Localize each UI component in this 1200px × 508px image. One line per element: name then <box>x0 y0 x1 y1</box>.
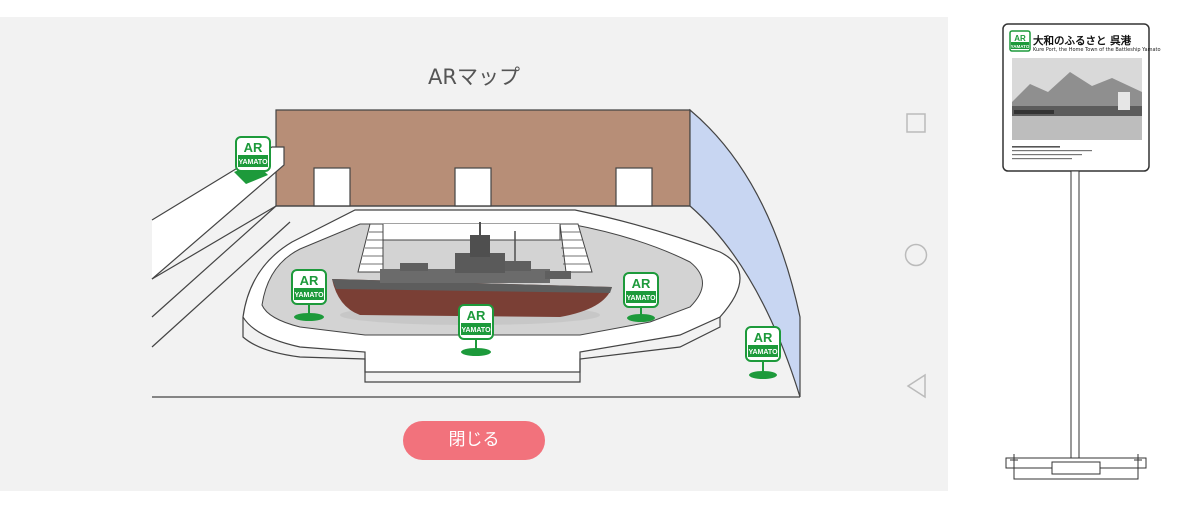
ar-marker-corner[interactable]: AR YAMATO <box>235 136 271 172</box>
floor-map: AR YAMATO AR YAMATO AR YAMATO AR YAMATO <box>151 108 801 398</box>
ar-marker-text: AR <box>244 140 263 155</box>
ar-marker-left[interactable]: AR YAMATO <box>291 269 327 321</box>
close-button[interactable]: 閉じる <box>403 421 545 460</box>
ar-marker-right[interactable]: AR YAMATO <box>623 272 659 322</box>
ar-marker-brand: YAMATO <box>626 295 656 302</box>
ar-marker-brand: YAMATO <box>748 349 778 356</box>
stairs-left <box>357 223 384 273</box>
ar-marker-text: AR <box>754 330 773 345</box>
harbor-photo <box>1012 58 1142 140</box>
signboard-subtitle: Kure Port, the Home Town of the Battlesh… <box>1033 47 1161 53</box>
wall-opening <box>615 167 653 207</box>
ar-map-screen: ARマップ <box>0 17 948 491</box>
ar-marker-text: AR <box>300 273 319 288</box>
ar-marker-text: AR <box>467 308 486 323</box>
recent-apps-square-icon[interactable] <box>906 113 926 133</box>
home-circle-icon[interactable] <box>904 243 928 267</box>
signboard-marker-brand: YAMATO <box>1011 44 1030 49</box>
signboard-base <box>1005 454 1147 480</box>
ar-marker-text: AR <box>632 276 651 291</box>
ar-marker-far-right[interactable]: AR YAMATO <box>745 326 781 379</box>
ar-marker-center[interactable]: AR YAMATO <box>458 304 494 356</box>
signboard-illustration: AR YAMATO <box>1002 23 1150 480</box>
page-title: ARマップ <box>428 65 520 89</box>
signboard-title: 大和のふるさと 呉港 <box>1033 35 1132 47</box>
back-triangle-icon[interactable] <box>905 373 927 399</box>
ar-marker-brand: YAMATO <box>461 327 491 334</box>
stairs-right <box>559 223 593 273</box>
ar-marker-brand: YAMATO <box>238 159 268 166</box>
wall-opening <box>313 167 351 207</box>
signboard-marker-text: AR <box>1014 34 1026 43</box>
ar-marker-brand: YAMATO <box>294 292 324 299</box>
wall-opening <box>454 167 492 207</box>
signboard-ar-marker: AR YAMATO <box>1009 30 1031 52</box>
